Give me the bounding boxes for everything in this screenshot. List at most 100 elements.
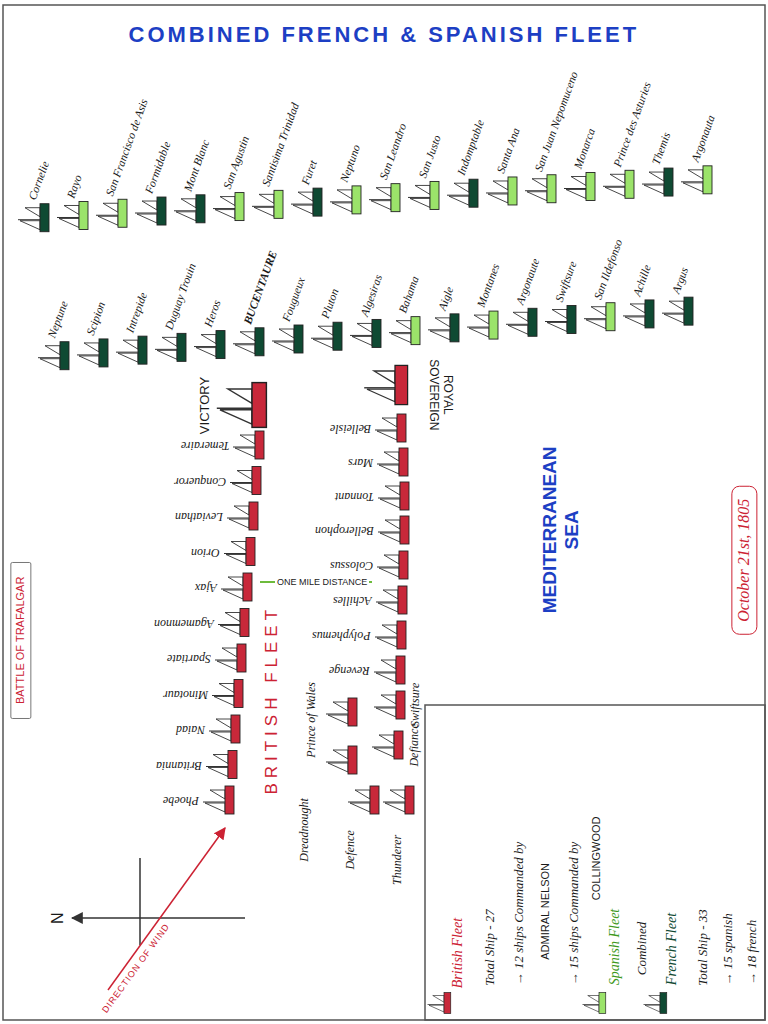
ship-icon [584,303,615,331]
ship-name: Revenge [329,663,370,677]
legend-box [425,705,765,1020]
ship-name: Argus [670,266,692,296]
ship-name: Themis [650,131,674,167]
ship-name: Polyphemus [312,628,371,642]
legend-note: Combined [635,922,650,975]
ship-icon [486,177,517,205]
ship-icon [467,311,498,339]
ship-name: San Leandro [377,122,409,182]
ship-icon [378,482,409,510]
ship-icon [116,336,147,364]
ship-name: Neptune [46,300,72,341]
ship-icon [326,746,357,774]
ship-name: Montanes [475,262,503,309]
ship-name: Santa Ana [494,126,523,175]
ship-icon [375,414,406,442]
legend-note: → 12 ships Commanded by [512,841,527,985]
legend-note: → 15 spanish [721,913,736,985]
ship-name: Duguay Trouin [163,262,199,332]
ship-icon [330,186,361,214]
ship-name: Bellerophon [315,523,374,537]
ship-icon [227,502,258,530]
ship-name: Thunderer [391,835,405,885]
legend-note: ADMIRAL NELSON [539,863,552,960]
ship-icon [217,383,267,428]
wind-label: DIRECTION OF WIND [99,920,173,1017]
ship-icon [603,170,634,198]
ship-icon [564,173,595,201]
ship-name: Ajax [195,580,217,594]
ship-name: Algesiras [358,273,385,318]
fleet-title: BRITISH FLEET [262,605,282,795]
ship-name: Pluton [319,287,342,320]
ship-icon [377,448,408,476]
ship-name: Argonaute [514,257,543,307]
ship-icon [369,184,400,212]
ship-icon [662,297,693,325]
ship-icon [326,698,357,726]
ship-name: Defence [343,830,357,869]
ship-icon [155,333,186,361]
ship-icon [18,204,49,232]
ship-icon [230,467,261,495]
fleet-ships [18,166,712,814]
ship-icon [374,691,405,719]
ship-icon [348,786,379,814]
ship-name: Agamemnon [154,616,214,630]
ship-name: Mars [348,455,373,469]
ship-name: BUCENTAURE [241,249,280,326]
ship-name: San Justo [416,134,444,180]
ship-name: Temeraire [181,438,229,452]
ship-icon [389,317,420,345]
ship-name: Indomptable [455,118,487,177]
ship-name: Orion [191,545,220,559]
ship-name: VICTORY [198,376,213,433]
map-border [3,5,765,1020]
legend-swatch [583,993,606,1014]
ship-name: Phoebe [163,793,199,807]
ship-name: Naiad [176,722,205,736]
ship-icon [681,166,712,194]
legend-note: → 15 ships Commanded by [567,841,582,985]
ship-icon [224,538,255,566]
ship-icon [135,197,166,225]
ship-name: Defiance [407,723,421,766]
ship-icon [215,644,246,672]
ship-icon [642,168,673,196]
ship-icon [77,339,108,367]
ship-icon [383,786,414,814]
ship-icon [209,715,240,743]
compass-line [72,917,245,919]
ship-icon [447,179,478,207]
ship-name: Mont Blanc [182,138,213,193]
wind-arrow [108,828,225,990]
ship-icon [623,300,654,328]
compass-north: N [49,912,67,924]
ship-name: ROYAL SOVEREIGN [426,359,454,430]
legend-text: British Fleet [450,918,466,988]
ship-icon [375,621,406,649]
ship-icon [372,731,403,759]
sea-name: MEDITERRANEAN SEA [538,446,582,613]
ship-icon [364,365,407,404]
ship-icon [525,175,556,203]
legend-note: Total Ship - 33 [696,909,711,985]
legend-note: → 18 french [745,920,760,985]
ship-icon [545,306,576,334]
ship-name: Argonauta [689,114,718,164]
ship-name: Leviathan [175,509,223,523]
ship-icon [374,656,405,684]
ship-icon [203,786,234,814]
ship-name: Heros [202,298,224,329]
ship-name: San Agustin [221,135,252,191]
ship-icon [218,609,249,637]
ship-icon [378,516,409,544]
map-title: BATTLE OF TRAFALGAR [10,561,31,718]
legend-swatch [644,993,667,1014]
ship-name: Britannia [156,758,202,772]
ship-icon [376,586,407,614]
ship-name: Colossus [330,558,373,572]
ship-name: Minotaur [163,687,208,701]
ship-name: Cornelie [26,160,52,202]
ship-icon [233,328,264,356]
